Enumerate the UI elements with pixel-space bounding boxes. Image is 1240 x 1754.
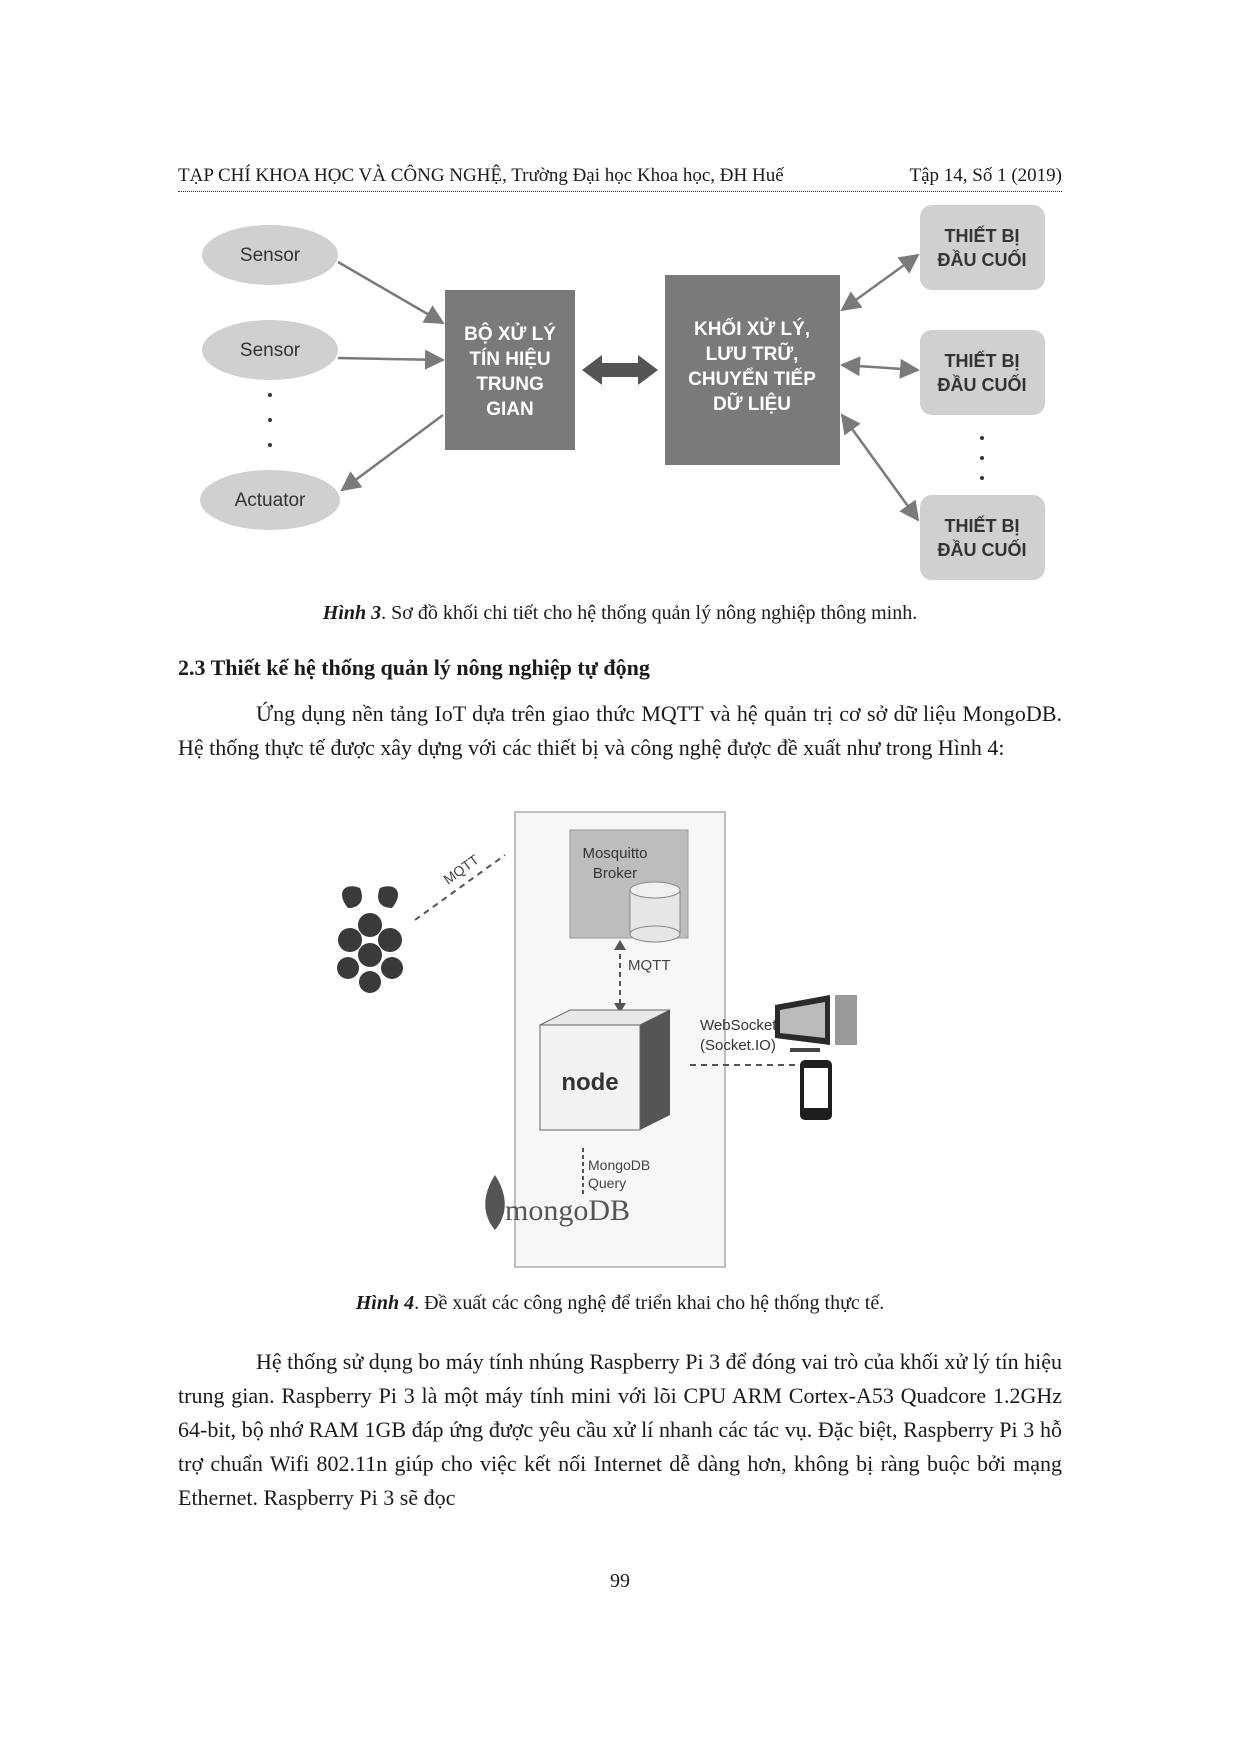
journal-title: TẠP CHÍ KHOA HỌC VÀ CÔNG NGHỆ, Trường Đạ… [178, 165, 784, 186]
sensor-node-2 [202, 320, 338, 380]
broker-label-line-2: Broker [593, 865, 637, 882]
paragraph-raspberry-pi: Hệ thống sử dụng bo máy tính nhúng Raspb… [178, 1349, 1062, 1510]
websocket-label-line-1: WebSocket [700, 1017, 777, 1034]
figure-3-block-diagram: Sensor Sensor Actuator BỘ XỬ LÝ TÍN HIỆU… [200, 205, 1045, 580]
mongodb-logo-db: DB [588, 1194, 630, 1227]
actuator-node-label: Actuator [235, 490, 306, 511]
arrow-device3-link [840, 413, 920, 522]
running-header: TẠP CHÍ KHOA HỌC VÀ CÔNG NGHỆ, Trường Đạ… [178, 165, 1062, 192]
mongodb-logo-mongo: mongo [505, 1194, 588, 1227]
terminal-device-1-line-1: THIẾT BỊ [945, 225, 1020, 246]
right-ellipsis-dots [980, 436, 984, 480]
signal-processor-line-3: TRUNG [476, 374, 544, 395]
arrow-sensor1-to-processor [337, 260, 445, 325]
arrow-sensor2-to-processor [337, 349, 445, 370]
figure-4-technology-diagram: Mosquitto Broker MQTT node MongoDB Query… [337, 811, 857, 1268]
node-logo: node [561, 1069, 618, 1096]
sensor-node-2-label: Sensor [240, 340, 301, 361]
figure-3-caption-text: . Sơ đồ khối chi tiết cho hệ thống quản … [381, 602, 918, 624]
volume-info: Tập 14, Số 1 (2019) [909, 165, 1062, 186]
figure-3-caption-label: Hình 3 [322, 602, 382, 624]
mongodb-logo: mongoDB [505, 1194, 630, 1227]
sensor-node-1-label: Sensor [240, 245, 301, 266]
figure-4-caption: Hình 4. Đề xuất các công nghệ để triển k… [178, 1290, 1062, 1316]
raspberry-pi-icon [337, 886, 403, 993]
terminal-device-1 [920, 205, 1045, 290]
section-heading: 2.3 Thiết kế hệ thống quản lý nông nghiệ… [178, 655, 650, 680]
actuator-node [200, 470, 340, 530]
signal-processor-line-4: GIAN [486, 399, 534, 420]
bidirectional-arrow [582, 355, 658, 385]
mongodb-query-label-line-1: MongoDB [588, 1157, 650, 1173]
mqtt-arrowhead-up [614, 940, 626, 950]
smartphone-icon [800, 1060, 832, 1120]
terminal-device-3 [920, 495, 1045, 580]
terminal-device-3-line-1: THIẾT BỊ [945, 515, 1020, 536]
storage-forward-line-2: LƯU TRỮ, [706, 343, 799, 365]
signal-processor-line-2: TÍN HIỆU [469, 348, 550, 370]
terminal-device-3-line-2: ĐẦU CUỐI [938, 539, 1027, 560]
storage-forward-block [665, 275, 840, 465]
mqtt-diagonal-label: MQTT [440, 851, 482, 888]
figure-3-caption: Hình 3. Sơ đồ khối chi tiết cho hệ thống… [178, 600, 1062, 626]
terminal-device-1-line-2: ĐẦU CUỐI [938, 249, 1027, 270]
websocket-label-line-2: (Socket.IO) [700, 1037, 776, 1054]
node-server-icon [539, 1009, 671, 1131]
paragraph-intro: Ứng dụng nền tảng IoT dựa trên giao thức… [178, 701, 1062, 760]
signal-processor-block [445, 290, 575, 450]
mqtt-link-diagonal [414, 854, 506, 921]
figure-4-caption-label: Hình 4 [355, 1292, 415, 1314]
terminal-device-2-line-1: THIẾT BỊ [945, 350, 1020, 371]
arrow-device2-link [840, 356, 920, 379]
sensor-node-1 [202, 225, 338, 285]
mqtt-arrowhead-down [614, 1003, 626, 1013]
desktop-computer-icon [775, 995, 857, 1052]
left-ellipsis-dots [268, 393, 272, 447]
figure-4-caption-text: . Đề xuất các công nghệ để triển khai ch… [414, 1292, 885, 1314]
broker-label-line-1: Mosquitto [582, 845, 647, 862]
page-number: 99 [610, 1570, 630, 1592]
database-cylinder-icon [629, 881, 681, 943]
terminal-device-2-line-2: ĐẦU CUỐI [938, 374, 1027, 395]
arrow-processor-to-actuator [340, 413, 444, 492]
mqtt-vertical-label: MQTT [628, 957, 671, 974]
storage-forward-line-3: CHUYỂN TIẾP [688, 368, 816, 390]
mongodb-query-label-line-2: Query [588, 1175, 626, 1191]
storage-forward-line-1: KHỐI XỬ LÝ, [694, 318, 810, 340]
arrow-device1-link [840, 253, 920, 312]
storage-forward-line-4: DỮ LIỆU [713, 393, 791, 415]
terminal-device-2 [920, 330, 1045, 415]
signal-processor-line-1: BỘ XỬ LÝ [464, 323, 556, 345]
mongodb-leaf-icon [485, 1175, 505, 1230]
